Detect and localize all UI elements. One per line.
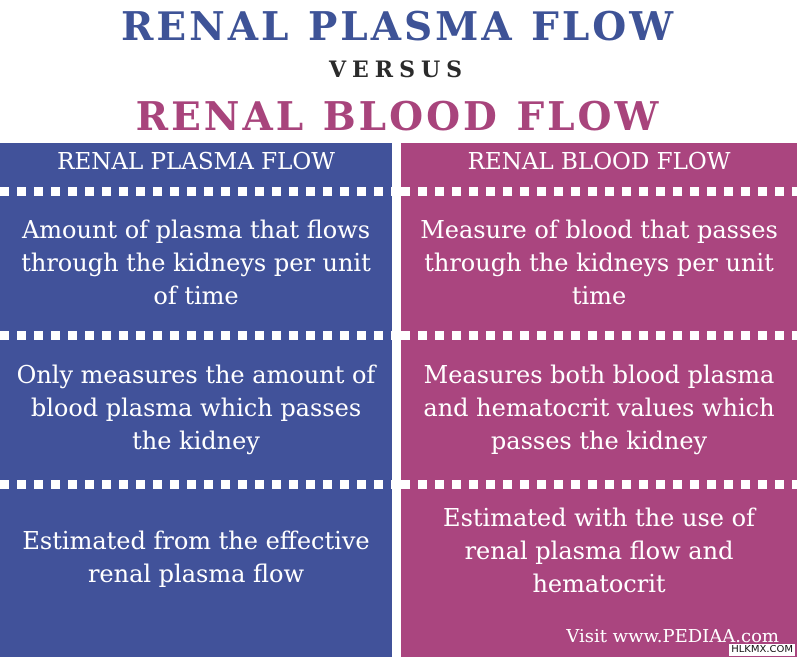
column-heading: RENAL PLASMA FLOW xyxy=(57,149,335,175)
comparison-cell: Only measures the amount of blood plasma… xyxy=(16,360,376,455)
dotted-divider xyxy=(401,480,797,489)
page-title: RENAL PLASMA FLOW xyxy=(120,4,677,50)
column-heading: RENAL BLOOD FLOW xyxy=(467,149,731,175)
dotted-divider xyxy=(0,331,392,340)
dotted-divider xyxy=(0,187,392,196)
dotted-divider xyxy=(0,480,392,489)
page-subtitle: RENAL BLOOD FLOW xyxy=(135,94,662,140)
comparison-cell: Amount of plasma that flows through the … xyxy=(21,215,371,310)
source-credit: Visit www.PEDIAA.com xyxy=(566,626,779,647)
comparison-cell: Measure of blood that passes through the… xyxy=(420,215,778,310)
dotted-divider xyxy=(401,187,797,196)
watermark: HLKMX.COM xyxy=(729,644,795,656)
column-renal-blood-flow: RENAL BLOOD FLOW Measure of blood that p… xyxy=(401,143,797,657)
column-renal-plasma-flow: RENAL PLASMA FLOW Amount of plasma that … xyxy=(0,143,392,657)
comparison-cell: Estimated with the use of renal plasma f… xyxy=(443,503,755,598)
comparison-cell: Estimated from the effective renal plasm… xyxy=(22,527,370,588)
comparison-cell: Measures both blood plasma and hematocri… xyxy=(423,360,775,455)
versus-label: VERSUS xyxy=(328,57,469,83)
dotted-divider xyxy=(401,331,797,340)
